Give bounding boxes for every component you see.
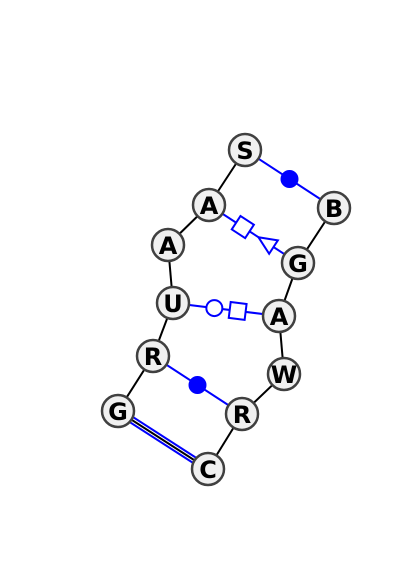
nucleotide-letter: A	[159, 232, 178, 260]
nucleotide-letter: C	[199, 456, 217, 484]
nucleotide-circle	[224, 396, 260, 432]
nucleotide-letter: U	[163, 290, 183, 318]
pair-line	[208, 204, 299, 264]
nucleotide-node: U	[155, 285, 191, 321]
base-pair-double-line	[115, 407, 211, 473]
pair-line	[119, 407, 211, 468]
nucleotide-circle	[191, 187, 227, 223]
nucleotide-letter: B	[325, 195, 343, 223]
open-triangle-icon	[256, 235, 280, 256]
nucleotide-circle	[155, 285, 191, 321]
nucleotide-circle	[135, 338, 171, 374]
backbone-segment	[117, 410, 209, 470]
nucleotide-circle	[280, 245, 316, 281]
nucleotide-circle	[190, 451, 226, 487]
nucleotide-letter: A	[200, 192, 219, 220]
nucleotide-circle	[261, 298, 297, 334]
nucleotide-circle	[227, 132, 263, 168]
filled-circle-icon	[280, 170, 299, 188]
base-pair-circle-square	[172, 299, 280, 321]
open-circle-icon	[205, 299, 224, 318]
nucleotide-node: W	[266, 356, 302, 392]
nucleotide-circle	[266, 356, 302, 392]
nucleotide-node: B	[316, 190, 352, 226]
pair-line	[115, 412, 207, 473]
open-square-icon	[230, 214, 256, 240]
nucleotide-letter: S	[236, 137, 253, 165]
nucleotide-letter: G	[108, 398, 128, 426]
base-pair-filled-circle	[152, 355, 243, 415]
nucleotide-letter: A	[270, 303, 289, 331]
nucleotide-node: C	[190, 451, 226, 487]
filled-circle-icon	[188, 376, 207, 394]
nucleotide-node: G	[280, 245, 316, 281]
nucleotide-circle	[316, 190, 352, 226]
nucleotide-node: G	[100, 393, 136, 429]
nucleotide-letter: R	[233, 401, 251, 429]
nucleotide-node: R	[135, 338, 171, 374]
nucleotide-node: S	[227, 132, 263, 168]
nucleotide-node: A	[261, 298, 297, 334]
nucleotide-circle	[150, 227, 186, 263]
nucleotide-letter: R	[144, 343, 162, 371]
nucleotide-node: A	[150, 227, 186, 263]
base-pair-links	[115, 149, 335, 473]
nucleotide-circle	[100, 393, 136, 429]
open-square-icon	[227, 300, 248, 321]
base-pair-filled-circle	[244, 149, 335, 209]
nucleotide-node: R	[224, 396, 260, 432]
base-pair-square-triangle	[208, 204, 299, 264]
nucleotide-letter: W	[271, 361, 297, 389]
nucleotide-letter: G	[288, 250, 308, 278]
nucleotide-node: A	[191, 187, 227, 223]
pair-line	[172, 302, 280, 317]
